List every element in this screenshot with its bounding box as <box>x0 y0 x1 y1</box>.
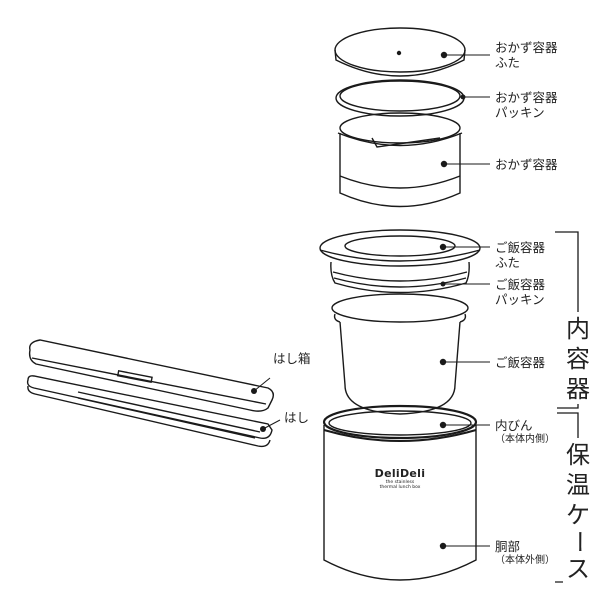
label-chopstick-case: はし箱 <box>273 351 311 366</box>
label-line2: パッキン <box>495 292 545 307</box>
brand-tagline-2: thermal lunch box <box>379 485 421 490</box>
brand-name: DeliDeli <box>374 467 426 480</box>
group-char: ー <box>564 530 592 554</box>
okazu-container-drawing <box>337 112 463 208</box>
group-label-inner-container: 内 容 器 <box>563 314 593 404</box>
label-okazu-lid: おかず容器 ふた <box>495 40 558 70</box>
label-rice-container: ご飯容器 <box>495 355 545 370</box>
group-char: 温 <box>566 471 590 499</box>
label-line2: （本体外側） <box>495 555 555 566</box>
label-line1: おかず容器 <box>495 40 558 55</box>
group-char: ス <box>566 555 590 583</box>
brand-tagline-1: the stainless <box>385 480 415 485</box>
label-line1: ご飯容器 <box>495 240 546 255</box>
group-char: ケ <box>566 501 590 529</box>
label-line1: はし箱 <box>273 351 311 366</box>
label-rice-packing: ご飯容器 パッキン <box>495 277 545 307</box>
chopstick-case-drawing <box>28 339 275 412</box>
chopsticks-drawing <box>26 375 273 448</box>
label-rice-lid: ご飯容器 ふた <box>495 240 545 270</box>
label-body: 胴部 （本体外側） <box>495 539 555 567</box>
rice-container-drawing <box>331 293 469 415</box>
group-char: 器 <box>566 375 590 403</box>
label-line2: （本体内側） <box>495 434 555 445</box>
label-line1: おかず容器 <box>495 157 558 172</box>
label-line1: おかず容器 <box>495 90 558 105</box>
label-line2: パッキン <box>495 105 545 120</box>
group-label-thermal-case: 保 温 ケ ー ス <box>563 440 593 584</box>
rice-packing-drawing <box>330 261 470 294</box>
group-char: 容 <box>566 345 590 373</box>
label-line2: ふた <box>495 255 521 270</box>
label-line1: 内びん <box>495 418 533 433</box>
label-line1: ご飯容器 <box>495 277 546 292</box>
group-char: 保 <box>566 441 590 469</box>
label-inner-bottle: 内びん （本体内側） <box>495 418 555 446</box>
label-line1: 胴部 <box>495 539 521 554</box>
brand-logo: DeliDeli the stainless thermal lunch box <box>362 467 438 491</box>
leader-lines <box>253 54 490 547</box>
okazu-lid-drawing <box>334 27 466 77</box>
label-line2: ふた <box>495 55 521 70</box>
label-okazu-packing: おかず容器 パッキン <box>495 90 558 120</box>
thermal-body-drawing <box>322 404 478 581</box>
okazu-packing-drawing <box>335 79 465 117</box>
label-line1: ご飯容器 <box>495 355 546 370</box>
rice-lid-drawing <box>319 229 481 267</box>
label-line1: はし <box>284 410 310 425</box>
callout-dots <box>251 51 466 550</box>
label-chopsticks: はし <box>284 410 309 425</box>
label-okazu-container: おかず容器 <box>495 157 558 172</box>
group-char: 内 <box>566 315 590 343</box>
